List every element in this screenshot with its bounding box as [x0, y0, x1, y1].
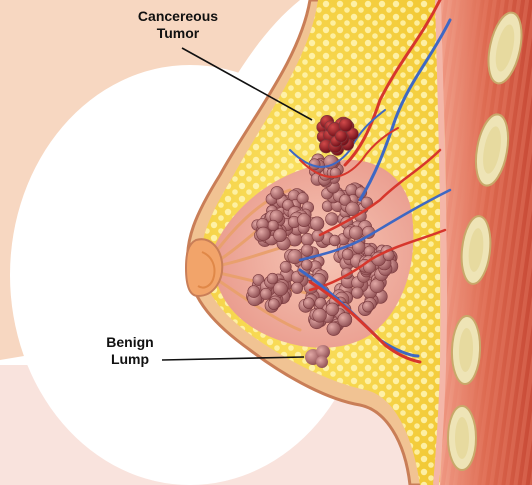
benign-lump-label-line2: Lump	[98, 351, 162, 368]
cancerous-tumor-label-line2: Tumor	[120, 25, 236, 42]
benign-lump-label: Benign Lump	[98, 334, 162, 368]
rib-5	[448, 406, 476, 470]
cancerous-tumor-label: Cancereous Tumor	[120, 8, 236, 42]
benign-lump-label-line1: Benign	[98, 334, 162, 351]
cancerous-tumor-label-line1: Cancereous	[120, 8, 236, 25]
